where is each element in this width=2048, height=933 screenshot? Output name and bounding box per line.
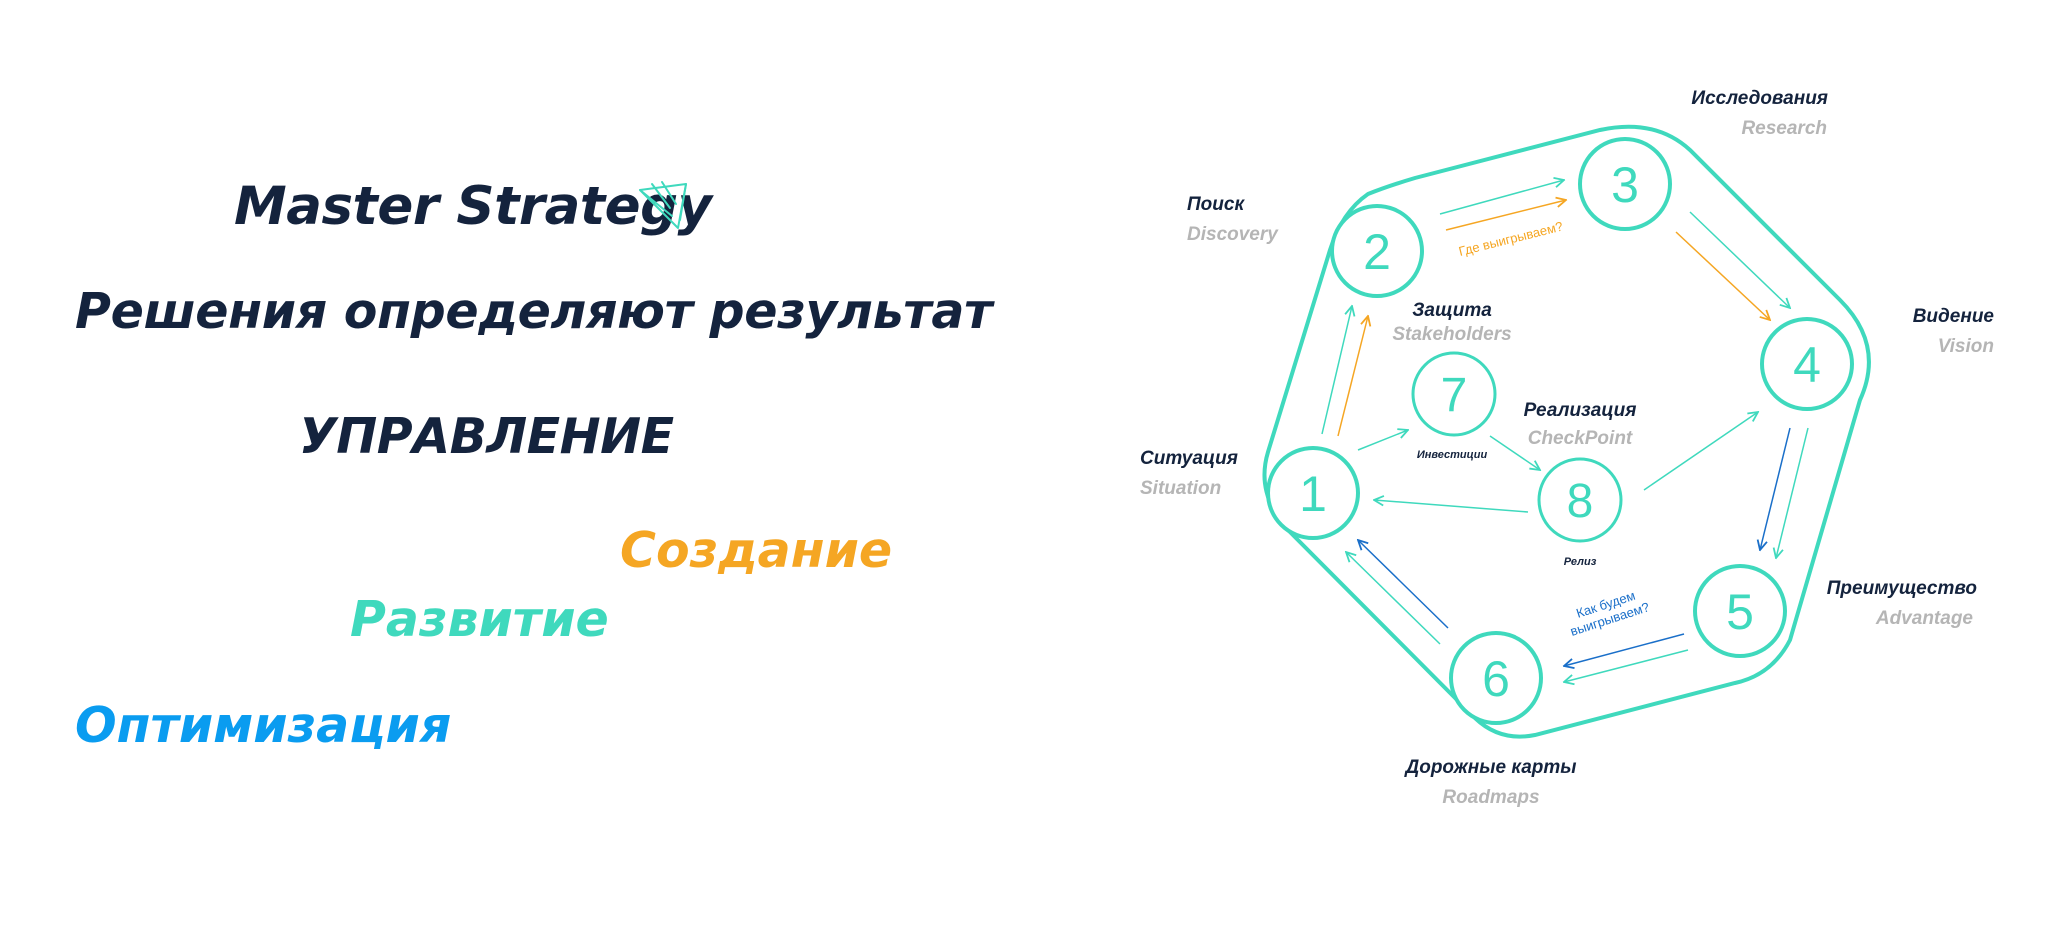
label-release: Релиз [1564, 556, 1597, 568]
label-situation-en: Situation [1140, 478, 1221, 499]
node-7: 7 [1411, 351, 1497, 437]
node-2: 2 [1330, 204, 1424, 298]
node-5: 5 [1693, 564, 1787, 658]
label-advantage-en: Advantage [1875, 608, 1974, 629]
label-roadmaps-en: Roadmaps [1442, 787, 1539, 808]
node-1-number: 1 [1299, 466, 1327, 522]
arrow-2-3-orange [1445, 200, 1566, 231]
word-creation: Создание [620, 522, 893, 579]
node-4: 4 [1760, 317, 1854, 411]
outer-ring-shape [1262, 124, 1871, 739]
node-3-number: 3 [1611, 157, 1639, 213]
label-vision-en: Vision [1938, 336, 1994, 357]
arrow-3-4-teal [1689, 211, 1790, 308]
label-stakeholders-en: Stakeholders [1392, 324, 1511, 345]
label-roadmaps-ru: Дорожные карты [1404, 757, 1577, 778]
node-4-number: 4 [1793, 337, 1821, 393]
label-research-en: Research [1741, 118, 1827, 139]
label-situation-ru: Ситуация [1140, 448, 1238, 469]
section-heading: УПРАВЛЕНИЕ [299, 408, 674, 465]
label-vision-ru: Видение [1913, 306, 1995, 327]
node-2-number: 2 [1363, 224, 1391, 280]
node-1: 1 [1266, 446, 1360, 540]
label-research-ru: Исследования [1691, 88, 1828, 109]
paper-plane-icon [639, 181, 687, 229]
label-stakeholders-ru: Защита [1412, 300, 1492, 321]
label-checkpoint-en: CheckPoint [1528, 428, 1633, 449]
subtitle: Решения определяют результат [75, 283, 993, 340]
label-discovery-ru: Поиск [1187, 194, 1245, 215]
node-8: 8 [1537, 457, 1623, 543]
node-6: 6 [1449, 631, 1543, 725]
arrow-5-6-teal [1564, 649, 1689, 682]
page-title: Master Strategy [234, 176, 712, 237]
arrow-6-1-blue [1358, 540, 1449, 629]
arrow-5-6-blue [1564, 633, 1685, 666]
arrow-7-8 [1489, 435, 1540, 470]
word-development: Развитие [350, 591, 609, 648]
arrow-8-1 [1374, 500, 1529, 513]
arrow-1-2-teal [1321, 306, 1352, 435]
arrow-8-4 [1643, 412, 1758, 491]
label-investments: Инвестиции [1417, 449, 1488, 461]
label-advantage-ru: Преимущество [1827, 578, 1977, 599]
arrow-4-5-teal [1776, 427, 1809, 558]
arrow-4-5-blue [1760, 427, 1791, 550]
label-checkpoint-ru: Реализация [1524, 400, 1637, 421]
annotation-where-win: Где выигрываем? [1457, 219, 1564, 259]
label-discovery-en: Discovery [1187, 224, 1279, 245]
node-3: 3 [1578, 137, 1672, 231]
node-7-number: 7 [1441, 369, 1468, 422]
arrow-6-1-teal [1346, 552, 1441, 645]
arrow-3-4-orange [1675, 231, 1770, 320]
arrow-1-2-orange [1337, 316, 1368, 437]
arrow-2-3-teal [1439, 180, 1564, 215]
node-8-number: 8 [1567, 475, 1594, 528]
word-optimization: Оптимизация [75, 697, 452, 754]
node-5-number: 5 [1726, 584, 1754, 640]
arrow-1-7 [1357, 430, 1408, 451]
node-6-number: 6 [1482, 651, 1510, 707]
